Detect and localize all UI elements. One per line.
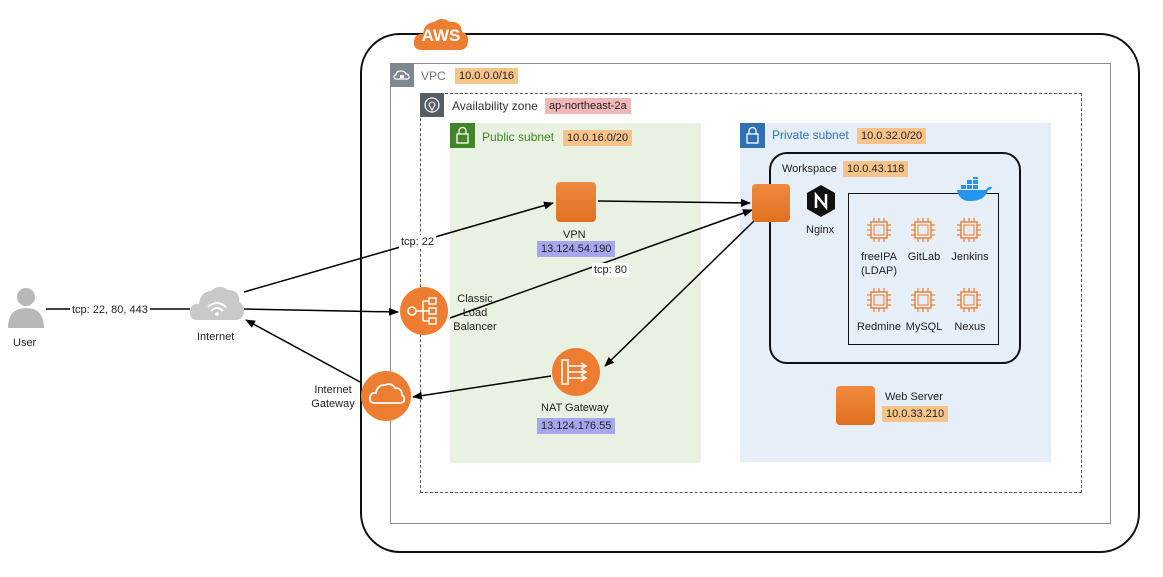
vpn-label: VPN [563,229,586,241]
public-subnet-cidr-tag: 10.0.16.0/20 [563,130,633,146]
docker-icon [957,177,992,201]
nexus-label: Nexus [954,321,986,333]
aws-cloud-frame [360,33,1140,553]
redmine-label: Redmine [856,321,902,333]
mysql-chip-icon [911,288,935,312]
nat-gateway-ip-tag: 13.124.176.55 [537,418,616,434]
vpn-instance-icon [556,182,596,222]
load-balancer-label: Classic Load Balancer [447,292,503,334]
web-server-ip-tag: 10.0.33.210 [882,406,949,422]
internet-gateway-label-line2: Gateway [311,398,355,410]
vpc-label: VPC [421,69,446,83]
internet-cloud-icon [189,286,245,320]
vpc-lock-icon [390,63,414,87]
edge-igw-internet [245,319,363,384]
jenkins-chip-icon [957,218,981,242]
edge-label-internet-vpn: tcp: 22 [399,235,437,249]
edge-label-user-internet: tcp: 22, 80, 443 [70,303,150,317]
clb-label-line3: Balancer [453,321,497,333]
load-balancer-icon [400,287,448,335]
jenkins-label: Jenkins [951,251,989,263]
edge-nat-igw [412,375,552,400]
gitlab-chip-icon [911,218,935,242]
workspace-label: Workspace [782,163,837,175]
edge-workspace-nat [604,219,756,367]
az-label: Availability zone [452,99,538,113]
private-subnet-label: Private subnet [772,128,849,142]
private-subnet-container [740,123,1051,462]
freeipa-label: freeIPA (LDAP) [850,250,908,278]
nat-gateway-icon [552,348,600,396]
vpn-ip-tag: 13.124.54.190 [537,241,616,257]
clb-label-line2: Load [462,307,488,319]
az-value-tag: ap-northeast-2a [545,98,631,114]
internet-gateway-icon [361,371,411,421]
vpc-cidr-tag: 10.0.0.0/16 [455,68,519,84]
nexus-chip-icon [957,288,981,312]
public-subnet-label: Public subnet [482,130,555,144]
gitlab-label: GitLab [907,251,941,263]
edge-label-clb-workspace: tcp: 80 [592,263,630,277]
edge-internet-clb [243,307,399,316]
workspace-ip-tag: 10.0.43.118 [843,161,909,177]
private-subnet-lock-icon [740,123,765,148]
internet-gateway-label: Internet Gateway [300,383,366,411]
workspace-instance-icon [752,184,790,222]
edge-vpn-workspace [597,198,751,207]
location-pin-icon [420,93,444,117]
freeipa-chip-icon [867,218,891,242]
user-label: User [13,337,37,349]
aws-cloud-icon [413,19,469,50]
mysql-label: MySQL [905,321,943,333]
user-icon [8,288,44,328]
private-subnet-cidr-tag: 10.0.32.0/20 [857,128,927,144]
web-server-instance-icon [836,386,875,425]
nat-gateway-label: NAT Gateway [541,402,609,414]
docker-services-box [848,193,999,345]
internet-label: Internet [197,331,235,343]
public-subnet-lock-icon [450,123,475,148]
edge-internet-vpn [243,201,554,293]
aws-label: AWS [421,26,461,45]
freeipa-label-line1: freeIPA [861,251,897,263]
redmine-chip-icon [867,288,891,312]
clb-label-line1: Classic [457,293,493,305]
public-subnet-container [450,123,701,463]
internet-gateway-label-line1: Internet [314,384,352,396]
freeipa-label-line2: (LDAP) [860,265,898,277]
vpc-container [390,63,1111,524]
nginx-label: Nginx [806,224,835,236]
nginx-icon [807,185,835,217]
web-server-label: Web Server [885,391,943,403]
workspace-container [769,152,1021,364]
